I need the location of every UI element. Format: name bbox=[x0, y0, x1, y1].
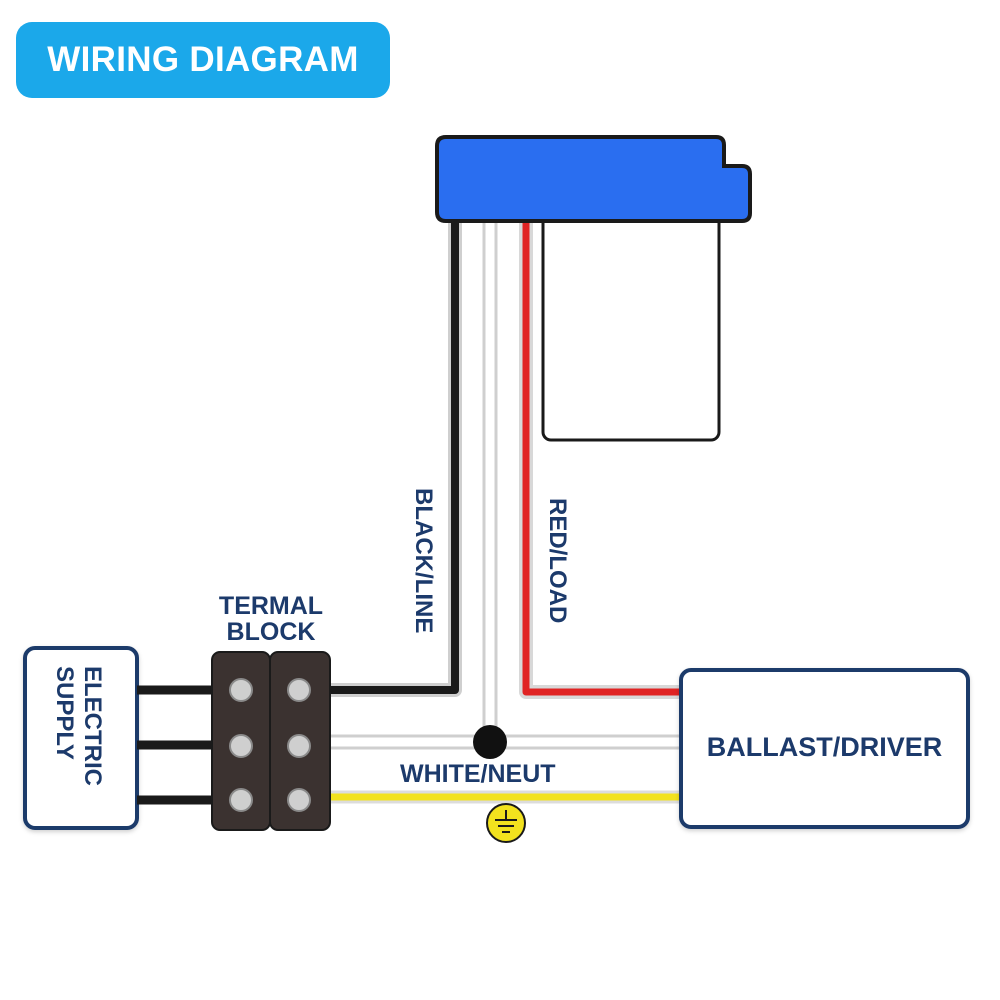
electric-supply-label-line2: SUPPLY bbox=[51, 666, 78, 760]
electric-supply-label: ELECTRIC SUPPLY bbox=[50, 666, 106, 786]
title-badge: WIRING DIAGRAM bbox=[16, 22, 390, 98]
red-load-label: RED/LOAD bbox=[544, 498, 571, 624]
terminal-block-label: TERMAL BLOCK bbox=[206, 593, 336, 645]
photocell-sensor-icon bbox=[435, 135, 752, 442]
photocell-sensor-cap bbox=[435, 135, 752, 223]
ground-symbol-icon bbox=[486, 803, 526, 843]
supply-wires bbox=[137, 685, 212, 805]
black-line-label: BLACK/LINE bbox=[410, 488, 437, 634]
terminal-screws bbox=[229, 678, 311, 812]
page-title: WIRING DIAGRAM bbox=[47, 40, 359, 79]
white-neutral-label: WHITE/NEUT bbox=[400, 760, 556, 788]
ballast-driver-box bbox=[679, 668, 970, 829]
terminal-block-label-line1: TERMAL bbox=[218, 592, 324, 620]
electric-supply-label-line1: ELECTRIC bbox=[79, 666, 106, 786]
terminal-block-label-line2: BLOCK bbox=[226, 618, 316, 646]
photocell-sensor-body bbox=[541, 212, 721, 442]
terminal-block bbox=[211, 651, 331, 831]
electric-supply-box bbox=[23, 646, 139, 830]
ballast-driver-label: BALLAST/DRIVER bbox=[706, 732, 943, 762]
junction-dot-icon bbox=[473, 725, 507, 759]
